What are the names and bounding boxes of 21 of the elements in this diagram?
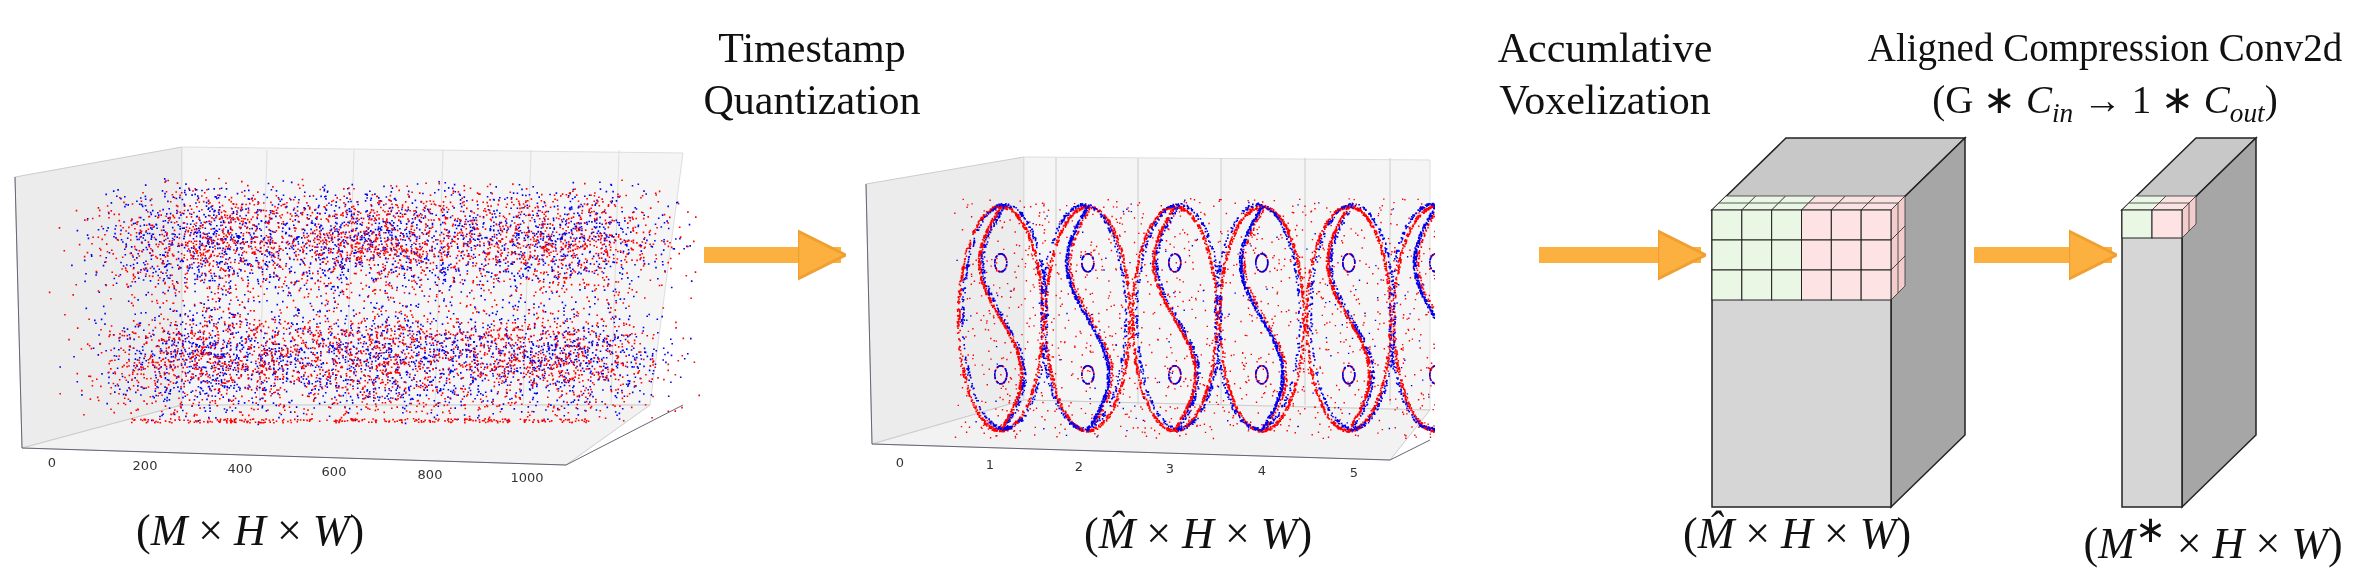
- axis-tick-label: 600: [321, 463, 347, 479]
- axis-tick-label: 5: [1349, 464, 1359, 480]
- axis-tick-label: 800: [417, 466, 443, 482]
- axis-tick-label: 400: [227, 460, 253, 476]
- edge-label: Aligned Compression Conv2d (G ∗ C$_{in}$ → 1 ∗ C$_{out}$): [1866, 25, 2344, 130]
- axis-tick-label: 2: [1074, 458, 1084, 474]
- axis-tick-label: 200: [132, 457, 158, 473]
- axis-tick-label: 1: [985, 456, 995, 472]
- axis-tick-label: 0: [47, 454, 57, 470]
- axis-tick-label: 4: [1257, 462, 1267, 478]
- arrow: [1539, 229, 1708, 281]
- edge-label: Timestamp Quantization: [702, 24, 922, 125]
- dimension-caption: (M × H × W): [135, 505, 365, 556]
- arrow: [704, 229, 848, 281]
- axis-tick-label: 1000: [510, 469, 544, 485]
- dimension-caption: (M$^{∗}$ × H × W): [2083, 508, 2343, 569]
- dimension-caption: (M̂ × H × W): [1083, 508, 1313, 559]
- dimension-caption: (M̂ × H × W): [1682, 508, 1912, 559]
- axis-tick-label: 3: [1165, 460, 1175, 476]
- edge-label: Accumlative Voxelization: [1496, 24, 1714, 125]
- axis-tick-label: 0: [895, 454, 905, 470]
